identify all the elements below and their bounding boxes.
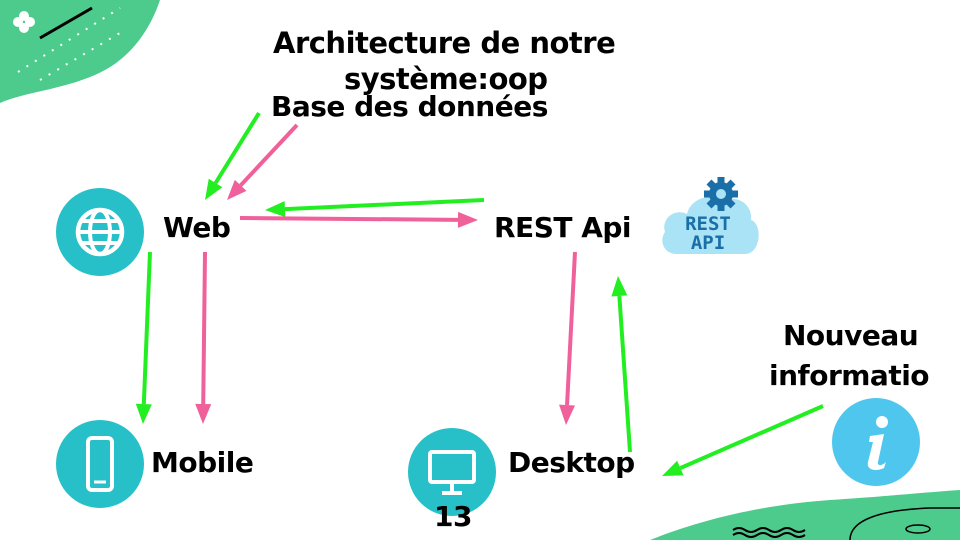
arrow-rest-to-web xyxy=(265,198,485,218)
mobile-label: Mobile xyxy=(151,446,254,479)
info-label-line-2: informatio xyxy=(769,359,930,392)
sparkle-icon xyxy=(13,11,35,33)
arrow-web-to-mobile-pink xyxy=(195,251,212,424)
diagram-title-line-1: Architecture de notre xyxy=(273,26,616,60)
bottom-right-blob xyxy=(650,490,960,540)
arrow-info-to-desktop xyxy=(662,404,824,476)
globe-icon xyxy=(56,188,144,276)
arrow-desktop-to-rest xyxy=(611,276,632,453)
web-label: Web xyxy=(163,211,231,244)
arrow-rest-to-desktop xyxy=(559,251,577,425)
arrow-web-to-mobile-green xyxy=(135,251,152,424)
cloud-gear-icon: REST API xyxy=(662,177,759,254)
monitor-icon xyxy=(408,428,496,516)
decor-wave xyxy=(732,527,806,533)
decor-outline-shape xyxy=(849,507,960,540)
info-icon xyxy=(832,398,920,486)
info-label-line-1: Nouveau xyxy=(783,319,919,352)
rest-logo-text-2: API xyxy=(691,232,725,254)
page-number: 13 xyxy=(434,500,472,533)
arrow-db-to-web-pink xyxy=(227,123,299,200)
top-left-blob xyxy=(0,0,160,103)
decor-disc xyxy=(905,524,931,534)
smartphone-icon xyxy=(56,420,144,508)
rest-logo-text-1: REST xyxy=(685,213,731,235)
decor-line xyxy=(39,6,93,40)
diagram-title-line-2: système:oop xyxy=(344,62,548,96)
arrow-web-to-rest xyxy=(239,211,478,228)
database-label: Base des données xyxy=(271,90,548,123)
decor-dotted-line xyxy=(17,7,121,73)
desktop-label: Desktop xyxy=(508,446,635,479)
decor-wave-2 xyxy=(732,532,806,538)
arrow-db-to-web-green xyxy=(205,111,261,200)
rest-api-label: REST Api xyxy=(494,211,632,244)
